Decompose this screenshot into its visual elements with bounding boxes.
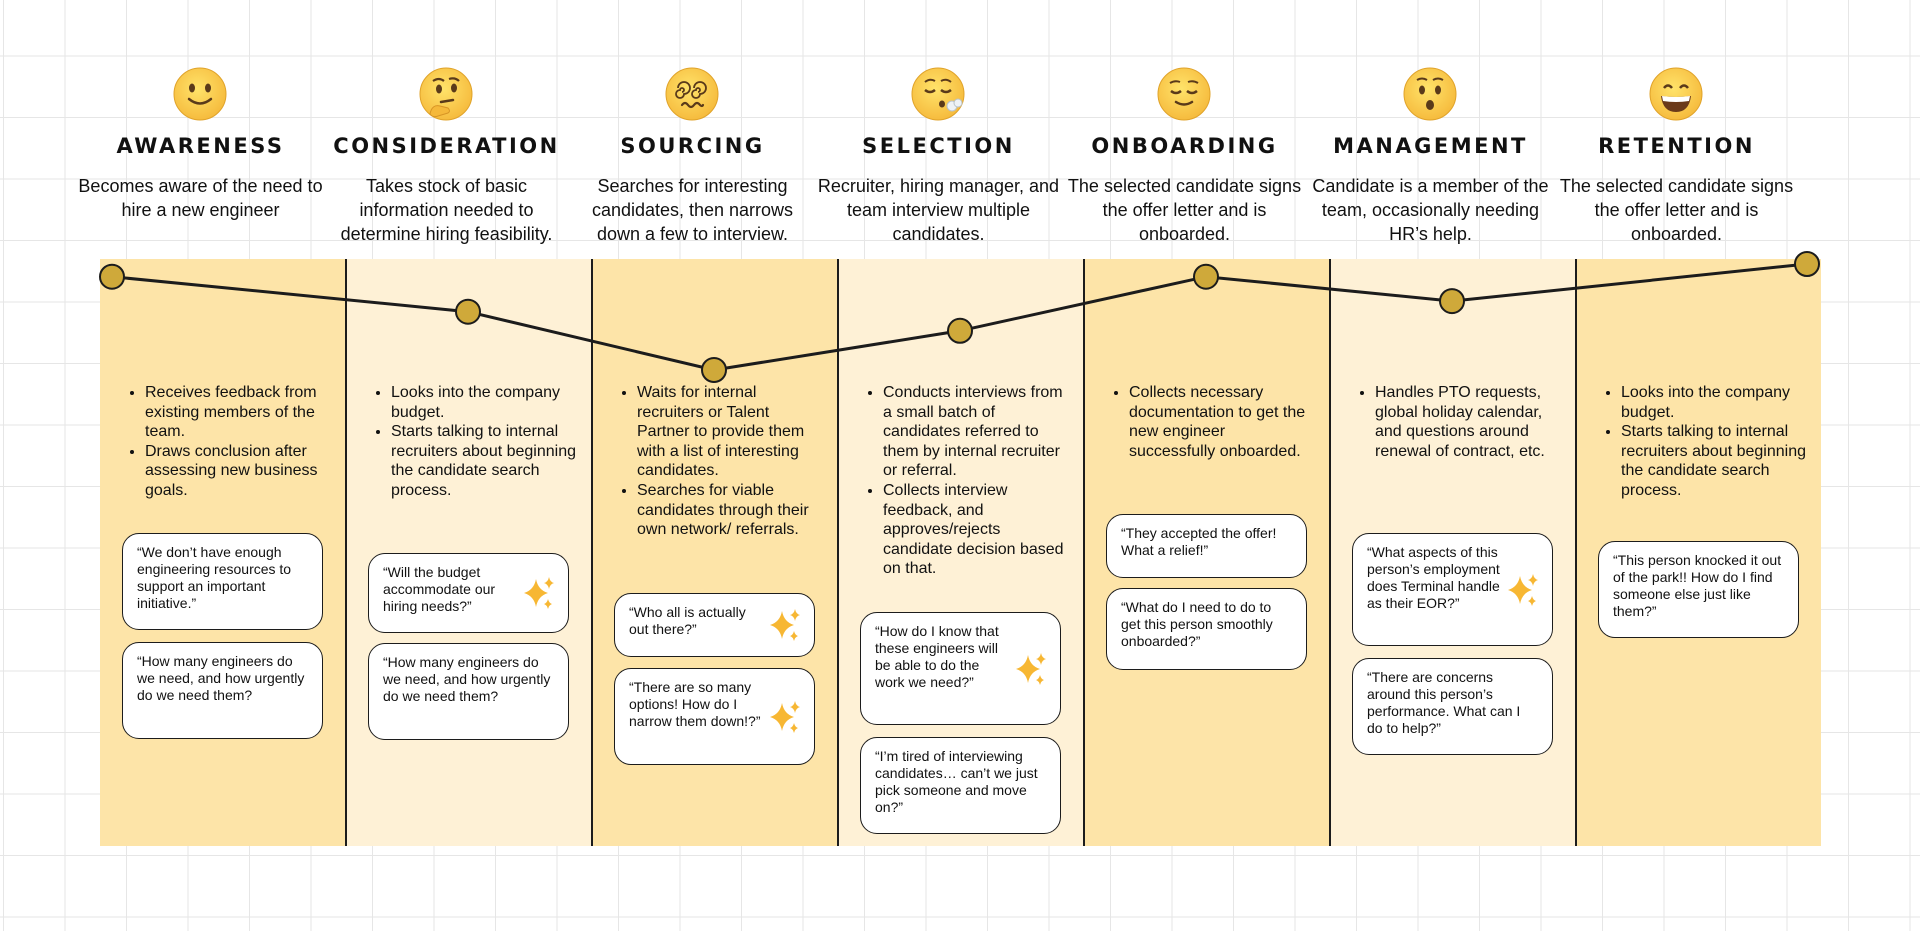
stage-actions-list: Looks into the company budget.Starts tal… bbox=[369, 383, 576, 501]
stage-divider bbox=[1329, 259, 1331, 846]
action-item: Handles PTO requests, global holiday cal… bbox=[1375, 383, 1560, 461]
action-item: Receives feedback from existing members … bbox=[145, 383, 330, 442]
action-item: Waits for internal recruiters or Talent … bbox=[637, 383, 822, 481]
stage-actions-list: Looks into the company budget.Starts tal… bbox=[1599, 383, 1806, 501]
emotion-point-retention bbox=[1794, 251, 1820, 277]
stage-title: SOURCING bbox=[620, 134, 765, 158]
emotion-point-selection bbox=[947, 317, 973, 344]
dizzy-face-icon bbox=[665, 67, 719, 121]
stage-description: Candidate is a member of the team, occas… bbox=[1312, 176, 1549, 244]
emotion-point-management bbox=[1439, 288, 1465, 315]
stage-actions-list: Collects necessary documentation to get … bbox=[1107, 383, 1314, 461]
action-item: Starts talking to internal recruiters ab… bbox=[391, 422, 576, 500]
quote-text: “There are concerns around this person’s… bbox=[1367, 669, 1521, 736]
quote-card: “There are so many options! How do I nar… bbox=[614, 668, 815, 765]
action-item: Starts talking to internal recruiters ab… bbox=[1621, 422, 1806, 500]
grinning-face-icon bbox=[1649, 67, 1703, 121]
stage-title: AWARENESS bbox=[116, 134, 285, 158]
quote-card: “They accepted the offer! What a relief!… bbox=[1106, 514, 1307, 578]
quote-card: “How do I know that these engineers will… bbox=[860, 612, 1061, 725]
stage-description: Becomes aware of the need to hire a new … bbox=[78, 176, 323, 220]
stage-divider bbox=[1575, 259, 1577, 846]
emotion-point-onboarding bbox=[1193, 263, 1219, 290]
stage-description: The selected candidate signs the offer l… bbox=[1559, 176, 1794, 244]
quote-card: “There are concerns around this person’s… bbox=[1352, 658, 1553, 755]
quote-text: “How many engineers do we need, and how … bbox=[383, 654, 551, 704]
sparkle-icon bbox=[524, 577, 554, 609]
action-item: Conducts interviews from a small batch o… bbox=[883, 383, 1068, 481]
action-item: Collects interview feedback, and approve… bbox=[883, 481, 1068, 579]
quote-text: “I’m tired of interviewing candidates… c… bbox=[875, 748, 1038, 815]
emotion-point-awareness bbox=[99, 263, 125, 290]
sparkle-icon bbox=[1508, 573, 1538, 606]
relieved-face-icon bbox=[1157, 67, 1211, 121]
quote-text: “This person knocked it out of the park!… bbox=[1613, 552, 1782, 619]
sparkle-icon bbox=[770, 609, 800, 641]
stage-divider bbox=[591, 259, 593, 846]
hushed-face-icon bbox=[1403, 67, 1457, 121]
stage-description: The selected candidate signs the offer l… bbox=[1067, 176, 1302, 244]
quote-card: “We don’t have enough engineering resour… bbox=[122, 533, 323, 630]
stage-description: Takes stock of basic information needed … bbox=[340, 176, 553, 244]
emotion-point-consideration bbox=[455, 298, 481, 325]
stage-title: CONSIDERATION bbox=[333, 134, 560, 158]
exhaling-face-icon bbox=[911, 67, 965, 121]
slightly-smiling-face-icon bbox=[173, 67, 227, 121]
action-item: Searches for viable candidates through t… bbox=[637, 481, 822, 540]
quote-text: “How many engineers do we need, and how … bbox=[137, 653, 305, 703]
quote-text: “There are so many options! How do I nar… bbox=[629, 679, 761, 729]
thinking-face-icon bbox=[419, 67, 473, 121]
action-item: Draws conclusion after assessing new bus… bbox=[145, 442, 330, 501]
stage-divider bbox=[1083, 259, 1085, 846]
quote-card: “What aspects of this person’s employmen… bbox=[1352, 533, 1553, 646]
stage-title: SELECTION bbox=[862, 134, 1015, 158]
stage-actions-list: Waits for internal recruiters or Talent … bbox=[615, 383, 822, 540]
quote-text: “They accepted the offer! What a relief!… bbox=[1121, 525, 1277, 558]
stage-actions-list: Receives feedback from existing members … bbox=[123, 383, 330, 501]
stage-divider bbox=[345, 259, 347, 846]
stage-title: MANAGEMENT bbox=[1333, 134, 1528, 158]
stage-description: Recruiter, hiring manager, and team inte… bbox=[817, 176, 1060, 244]
stage-column-consideration bbox=[346, 259, 592, 846]
stage-title: ONBOARDING bbox=[1091, 134, 1278, 158]
quote-card: “How many engineers do we need, and how … bbox=[368, 643, 569, 740]
quote-card: “What do I need to do to get this person… bbox=[1106, 588, 1307, 670]
quote-card: “How many engineers do we need, and how … bbox=[122, 642, 323, 739]
quote-text: “Who all is actually out there?” bbox=[629, 604, 746, 637]
stage-actions-list: Conducts interviews from a small batch o… bbox=[861, 383, 1068, 579]
action-item: Collects necessary documentation to get … bbox=[1129, 383, 1314, 461]
stage-description: Searches for interesting candidates, the… bbox=[591, 176, 794, 244]
quote-card: “I’m tired of interviewing candidates… c… bbox=[860, 737, 1061, 834]
action-item: Looks into the company budget. bbox=[391, 383, 576, 422]
quote-text: “We don’t have enough engineering resour… bbox=[137, 544, 292, 611]
quote-card: “Who all is actually out there?” bbox=[614, 593, 815, 657]
quote-text: “What do I need to do to get this person… bbox=[1121, 599, 1273, 649]
quote-card: “This person knocked it out of the park!… bbox=[1598, 541, 1799, 638]
quote-text: “Will the budget accommodate our hiring … bbox=[383, 564, 496, 614]
emotion-line bbox=[111, 262, 1808, 372]
stage-divider bbox=[837, 259, 839, 846]
quote-text: “What aspects of this person’s employmen… bbox=[1367, 544, 1500, 611]
stage-actions-list: Handles PTO requests, global holiday cal… bbox=[1353, 383, 1560, 461]
emotion-point-sourcing bbox=[701, 357, 727, 383]
quote-text: “How do I know that these engineers will… bbox=[875, 623, 999, 690]
quote-card: “Will the budget accommodate our hiring … bbox=[368, 553, 569, 633]
sparkle-icon bbox=[770, 700, 800, 733]
sparkle-icon bbox=[1016, 652, 1046, 685]
stage-title: RETENTION bbox=[1598, 134, 1755, 158]
action-item: Looks into the company budget. bbox=[1621, 383, 1806, 422]
